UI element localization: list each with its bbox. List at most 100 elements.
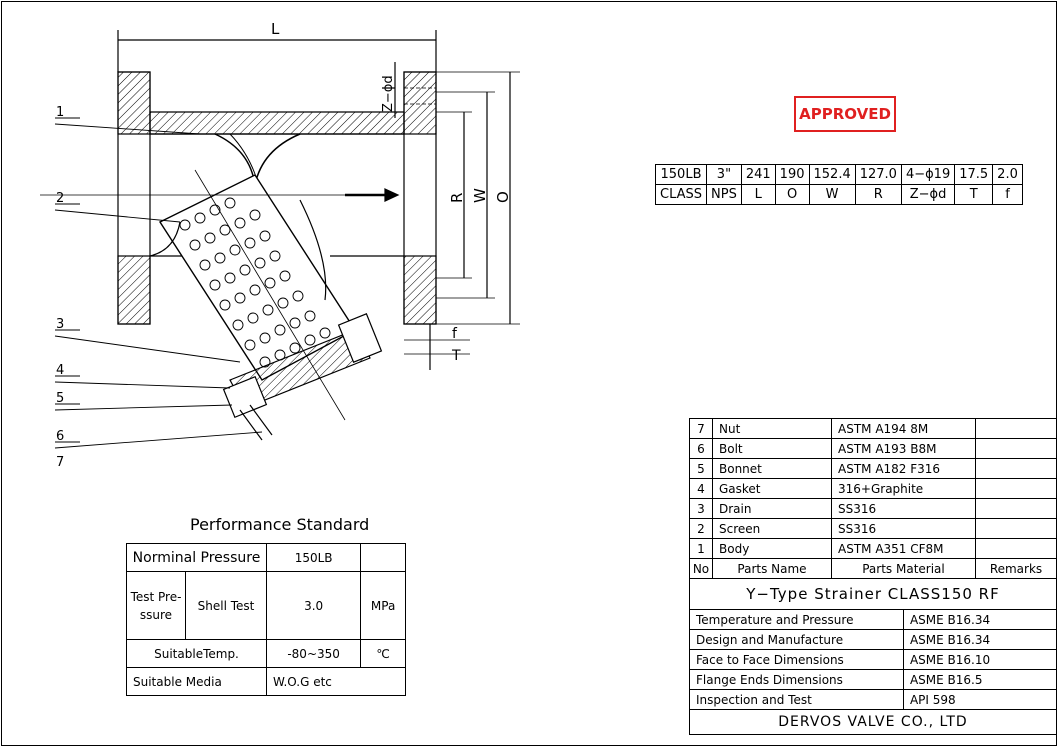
part-remarks: [975, 478, 1057, 499]
dim-label: Z−ϕd: [900, 184, 956, 205]
part-remarks: [975, 418, 1057, 439]
dimension-table: 150LB 3" 241 190 152.4 127.0 4−ϕ19 17.5 …: [654, 164, 1023, 205]
standard-value: ASME B16.5: [902, 669, 1058, 690]
shell-test-value: 3.0: [265, 571, 362, 640]
header-no: No: [689, 558, 713, 579]
dim-label: O: [774, 184, 810, 205]
standard-label: Flange Ends Dimensions: [689, 669, 904, 690]
callout-6: 6: [56, 429, 64, 444]
part-name: Body: [712, 538, 832, 559]
part-remarks: [975, 538, 1057, 559]
standard-value: API 598: [902, 689, 1058, 710]
dim-value: 17.5: [954, 164, 994, 185]
part-material: ASTM A182 F316: [831, 458, 976, 479]
dim-value: 3": [706, 164, 742, 185]
test-pressure-label: Test Pre- ssure: [126, 571, 186, 640]
part-name: Gasket: [712, 478, 832, 499]
dim-value: 2.0: [992, 164, 1023, 185]
suitable-temp-value: -80~350: [265, 639, 362, 668]
part-no: 2: [689, 518, 713, 539]
callout-1: 1: [56, 105, 64, 120]
standard-value: ASME B16.34: [902, 609, 1058, 630]
callout-7: 7: [56, 455, 64, 470]
dim-value: 4−ϕ19: [900, 164, 956, 185]
standard-label: Design and Manufacture: [689, 629, 904, 650]
part-name: Nut: [712, 418, 832, 439]
header-parts-material: Parts Material: [831, 558, 976, 579]
callout-5: 5: [56, 391, 64, 406]
part-no: 4: [689, 478, 713, 499]
part-no: 7: [689, 418, 713, 439]
dim-value: 241: [740, 164, 776, 185]
dim-label: CLASS: [654, 184, 708, 205]
standard-value: ASME B16.10: [902, 649, 1058, 670]
dim-value: 150LB: [654, 164, 708, 185]
dim-value: 190: [774, 164, 810, 185]
part-material: SS316: [831, 518, 976, 539]
dim-label: W: [808, 184, 856, 205]
dim-label-Zd: Z−ϕd: [381, 75, 396, 112]
part-remarks: [975, 498, 1057, 519]
standard-label: Face to Face Dimensions: [689, 649, 904, 670]
callout-2: 2: [56, 191, 64, 206]
part-material: 316+Graphite: [831, 478, 976, 499]
dim-label: f: [992, 184, 1023, 205]
part-no: 3: [689, 498, 713, 519]
suitable-temp-label: SuitableTemp.: [126, 639, 267, 668]
callout-3: 3: [56, 317, 64, 332]
nominal-pressure-value: 150LB: [265, 543, 362, 572]
dim-label-O: O: [494, 191, 512, 203]
dim-label: T: [954, 184, 994, 205]
approved-stamp: APPROVED: [794, 96, 896, 132]
dim-label-f: f: [452, 326, 458, 342]
callout-4: 4: [56, 363, 64, 378]
dim-label-R: R: [448, 193, 466, 203]
product-title: Y−Type Strainer CLASS150 RF: [689, 578, 1057, 610]
dim-value: 127.0: [854, 164, 902, 185]
shell-test-label: Shell Test: [185, 571, 267, 640]
part-no: 6: [689, 438, 713, 459]
part-name: Screen: [712, 518, 832, 539]
part-material: ASTM A193 B8M: [831, 438, 976, 459]
part-remarks: [975, 518, 1057, 539]
suitable-media-label: Suitable Media: [126, 667, 267, 696]
dimension-values-row: 150LB 3" 241 190 152.4 127.0 4−ϕ19 17.5 …: [654, 164, 1023, 185]
company-name: DERVOS VALVE CO., LTD: [689, 709, 1057, 735]
part-name: Drain: [712, 498, 832, 519]
nominal-pressure-label: Norminal Pressure: [126, 543, 267, 572]
shell-test-unit: MPa: [360, 571, 406, 640]
standard-label: Temperature and Pressure: [689, 609, 904, 630]
standard-value: ASME B16.34: [902, 629, 1058, 650]
part-no: 1: [689, 538, 713, 559]
part-remarks: [975, 438, 1057, 459]
standard-label: Inspection and Test: [689, 689, 904, 710]
dim-label-T: T: [451, 348, 461, 364]
suitable-media-value: W.O.G etc: [266, 667, 406, 696]
empty-cell: [360, 543, 406, 572]
part-remarks: [975, 458, 1057, 479]
part-name: Bolt: [712, 438, 832, 459]
dim-label-W: W: [471, 188, 489, 203]
part-material: ASTM A351 CF8M: [831, 538, 976, 559]
header-parts-name: Parts Name: [712, 558, 832, 579]
dim-label: R: [854, 184, 902, 205]
header-remarks: Remarks: [975, 558, 1057, 579]
part-no: 5: [689, 458, 713, 479]
dim-value: 152.4: [808, 164, 856, 185]
dim-label-L: L: [271, 20, 280, 38]
